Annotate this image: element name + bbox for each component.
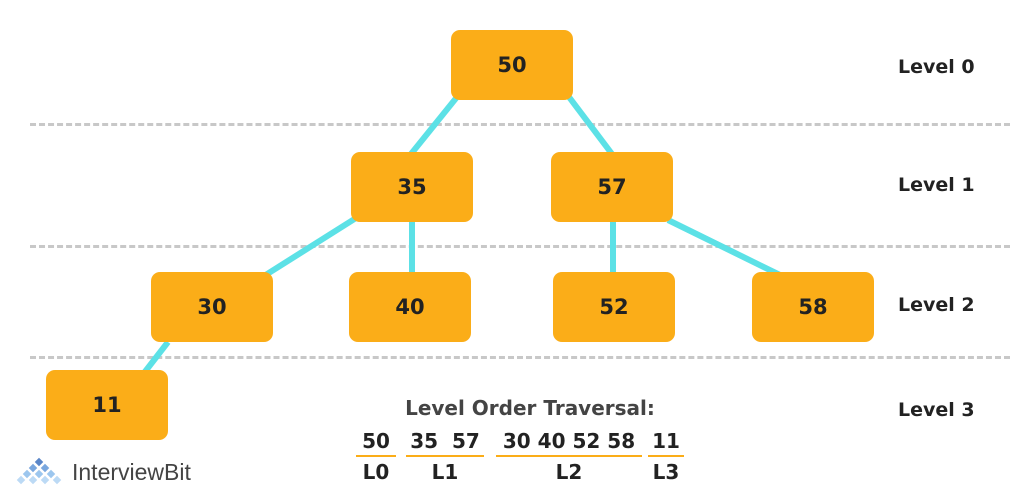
tree-node: 40 <box>349 272 471 342</box>
traversal-level-label: L1 <box>431 460 459 484</box>
edge-50-35 <box>408 95 460 156</box>
level-divider <box>30 356 1010 359</box>
level-label: Level 2 <box>898 294 975 316</box>
tree-node: 30 <box>151 272 273 342</box>
traversal-group: 30 40 52 58 L2 <box>496 427 642 487</box>
tree-node: 11 <box>46 370 168 440</box>
traversal-group: 11 L3 <box>648 427 684 487</box>
edge-30-11 <box>141 340 171 375</box>
traversal-values: 30 40 52 58 <box>496 427 642 457</box>
interviewbit-logo-icon <box>16 457 62 485</box>
traversal-values: 11 <box>648 427 684 457</box>
tree-node: 58 <box>752 272 874 342</box>
traversal-level-label: L0 <box>362 460 390 484</box>
brand-name: InterviewBit <box>72 458 191 485</box>
level-divider <box>30 245 1010 248</box>
traversal-group: 35 57 L1 <box>406 427 484 487</box>
tree-node: 57 <box>551 152 673 222</box>
traversal-level-label: L2 <box>555 460 583 484</box>
traversal-values: 35 57 <box>406 427 484 457</box>
traversal-title: Level Order Traversal: <box>405 396 655 420</box>
level-label: Level 1 <box>898 174 975 196</box>
tree-node: 50 <box>451 30 573 100</box>
traversal-group: 50 L0 <box>356 427 396 487</box>
level-label: Level 0 <box>898 56 975 78</box>
traversal-values: 50 <box>356 427 396 457</box>
level-label: Level 3 <box>898 399 975 421</box>
level-divider <box>30 123 1010 126</box>
brand-logo: InterviewBit <box>16 455 191 489</box>
traversal-level-label: L3 <box>652 460 680 484</box>
edge-35-30 <box>262 215 358 279</box>
edge-50-57 <box>566 95 615 156</box>
tree-node: 52 <box>553 272 675 342</box>
tree-node: 35 <box>351 152 473 222</box>
edge-57-58 <box>666 217 784 279</box>
